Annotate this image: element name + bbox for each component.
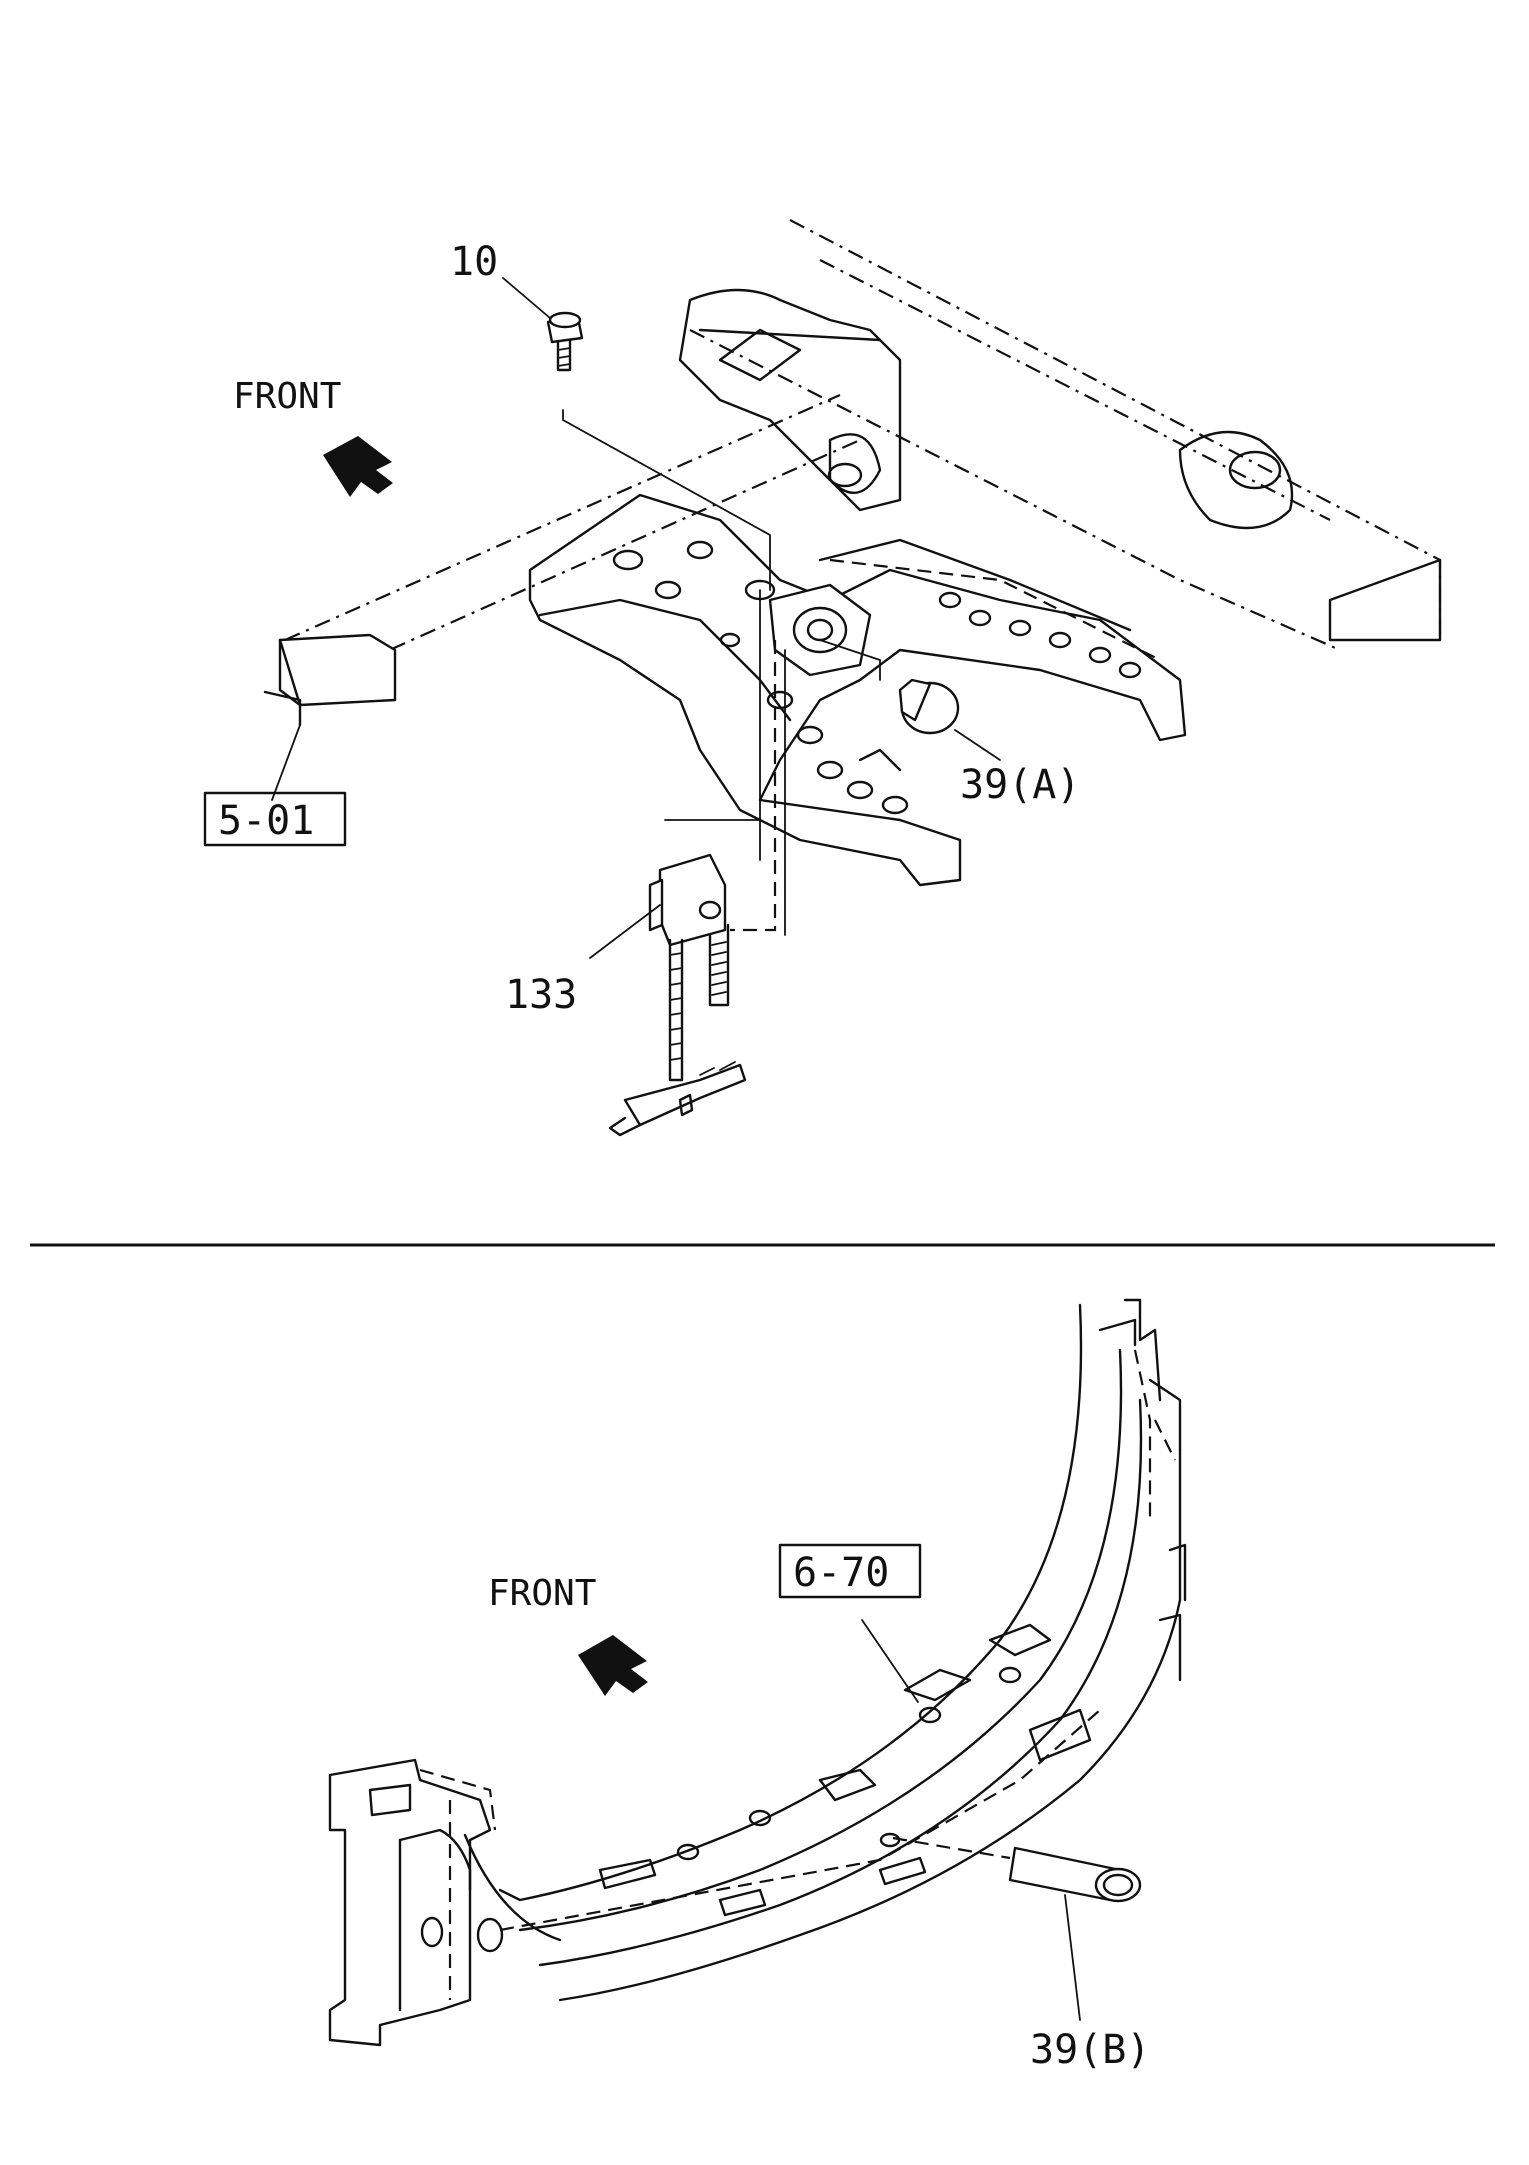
callout-133: 133 [505,972,577,1018]
front-direction-label-bottom: FRONT [488,1573,596,1614]
upper-cross-member [678,288,902,512]
front-direction-label-top: FRONT [233,376,341,417]
top-diagram: FRONT [203,219,1442,1137]
plug-39a [819,639,960,735]
rail-front-end [263,633,397,727]
callout-10: 10 [450,239,498,285]
panel-side-end [328,1758,562,2047]
plug-39b [892,1836,1142,1903]
rear-panel [498,1298,1187,2002]
callout-6-70: 6-70 [793,1550,889,1596]
front-arrow-icon [323,436,393,497]
mount-boss [768,583,872,677]
bolt-10 [546,311,771,591]
callout-5-01: 5-01 [218,798,314,844]
crossmember [528,493,1187,887]
ref-box-6-70 [778,1543,922,1599]
bracket-133 [608,589,786,1137]
callout-39a: 39(A) [960,762,1080,808]
top-leaders [271,277,1001,959]
bottom-leaders [861,1619,1081,2021]
front-arrow-icon [578,1635,648,1696]
ref-box-5-01 [203,791,347,847]
bottom-diagram: FRONT [328,1298,1187,2073]
callout-39b: 39(B) [1030,2027,1150,2073]
